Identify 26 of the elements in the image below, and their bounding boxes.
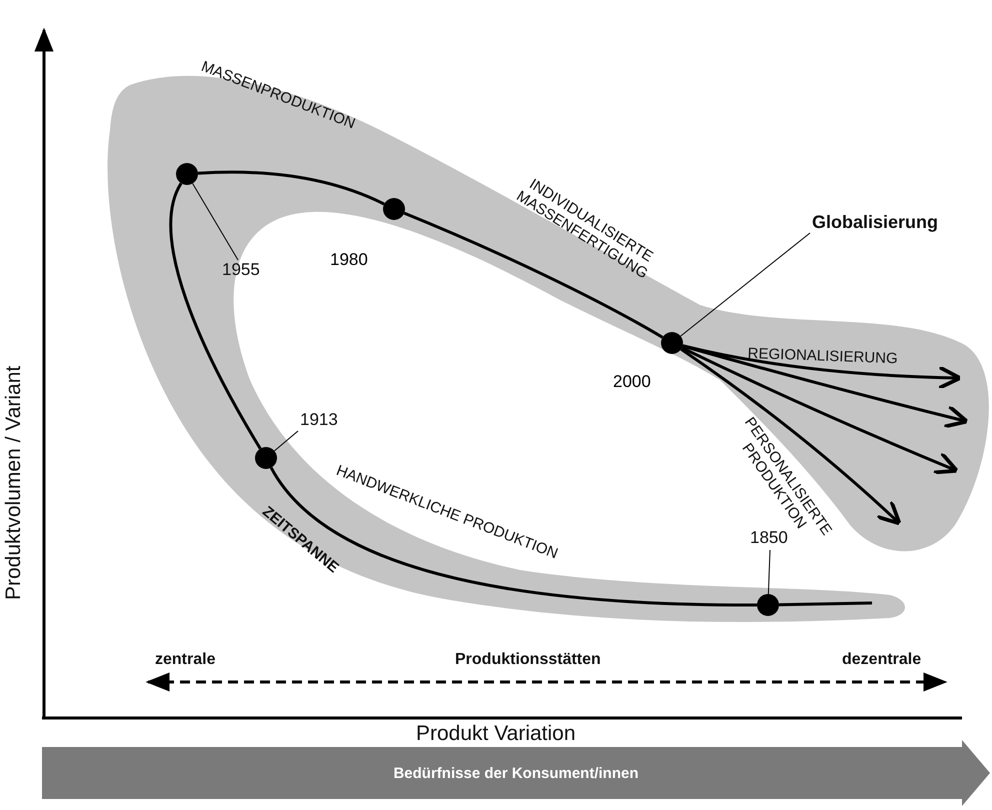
arrow	[681, 346, 959, 474]
region-label: REGIONALISIERUNG	[747, 345, 898, 368]
leader-line	[680, 232, 810, 337]
curve-line	[778, 602, 872, 606]
axis-title: Produktvolumen / Variant	[2, 366, 26, 600]
axis-title: Produkt Variation	[416, 722, 576, 746]
scale-label: zentrale	[155, 651, 216, 670]
band-text: Bedürfnisse der Konsument/innen	[393, 764, 639, 782]
callout-label: Globalisierung	[812, 212, 938, 233]
scale-label: dezentrale	[842, 651, 922, 670]
curve-line	[404, 212, 664, 339]
scale-label: Produktionsstätten	[455, 651, 601, 670]
curve-line	[198, 170, 385, 206]
year-label: 1955	[222, 260, 260, 280]
leader-line	[274, 430, 298, 452]
arrow	[680, 348, 902, 526]
year-label: 1913	[300, 410, 338, 430]
arrow-band	[42, 740, 990, 806]
curve-line	[170, 182, 262, 450]
arrow	[682, 344, 969, 428]
leader-line	[768, 550, 770, 594]
year-label: 2000	[613, 372, 651, 392]
curve-line	[270, 466, 758, 607]
year-label: 1980	[330, 250, 368, 270]
arrow	[682, 344, 962, 390]
leader-line	[192, 182, 238, 260]
